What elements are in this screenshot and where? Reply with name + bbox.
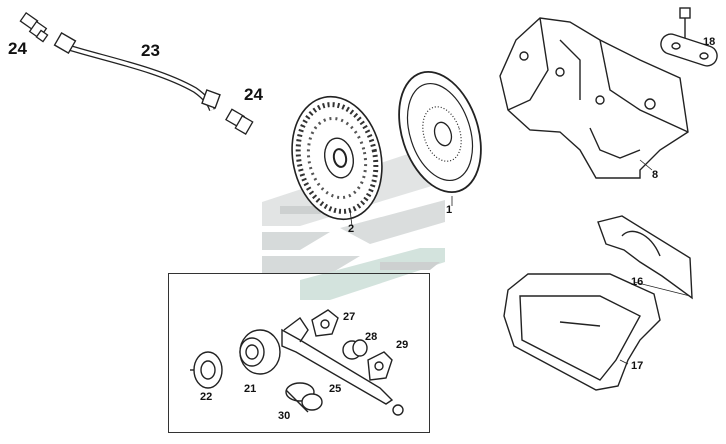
callout-18: 18 xyxy=(703,36,716,48)
callout-30: 30 xyxy=(278,410,291,422)
callout-27: 27 xyxy=(343,311,356,323)
callout-24-left: 24 xyxy=(8,39,27,58)
fork-25 xyxy=(281,316,404,416)
bushing-28 xyxy=(342,339,368,360)
clutch-cover xyxy=(398,70,482,194)
callout-24-right: 24 xyxy=(244,85,263,104)
gearbox-housing xyxy=(499,17,689,179)
callout-2: 2 xyxy=(348,223,355,235)
callout-29: 29 xyxy=(396,339,409,351)
cover-plate xyxy=(597,215,693,300)
bracket-with-bolt xyxy=(660,7,718,67)
callout-23: 23 xyxy=(141,41,160,60)
callout-28: 28 xyxy=(365,331,378,343)
hose-assembly xyxy=(53,31,221,111)
inset-frame xyxy=(168,273,430,433)
oil-pan xyxy=(503,273,661,391)
callout-21: 21 xyxy=(244,383,257,395)
leader-lines xyxy=(349,159,691,365)
callout-8: 8 xyxy=(652,169,659,181)
callout-22: 22 xyxy=(200,391,213,403)
ring-22 xyxy=(190,351,223,389)
fitting-right xyxy=(225,108,254,135)
callout-1: 1 xyxy=(446,204,453,216)
boot-30 xyxy=(285,382,323,413)
bearing-21 xyxy=(239,329,281,375)
callout-25: 25 xyxy=(329,383,342,395)
fitting-top-left xyxy=(19,11,49,43)
clutch-disc xyxy=(291,95,383,221)
callout-17: 17 xyxy=(631,360,644,372)
callout-16: 16 xyxy=(631,276,644,288)
flange-27 xyxy=(311,309,339,337)
flange-29 xyxy=(367,351,393,381)
